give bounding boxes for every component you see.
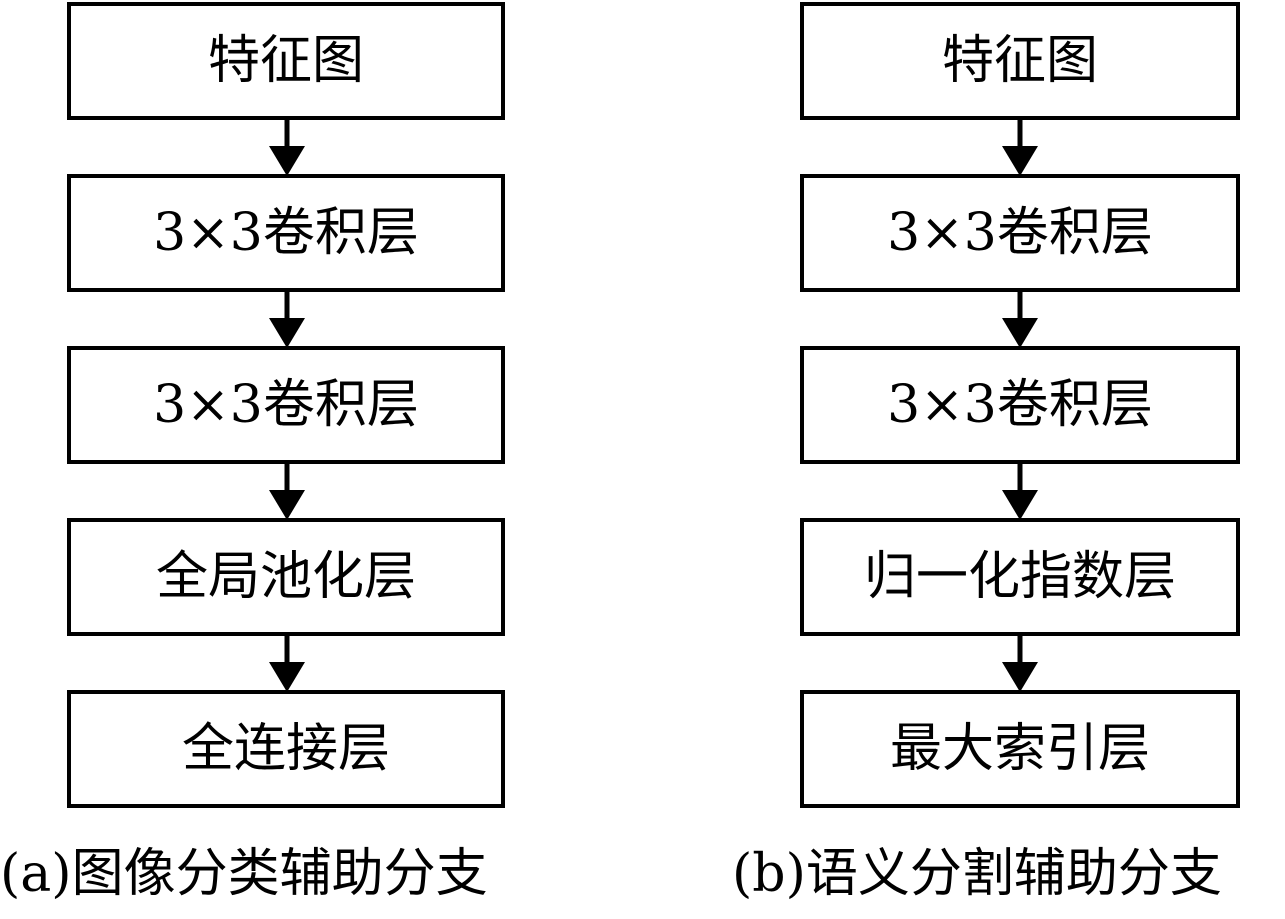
node-feature-map: 特征图 <box>800 2 1240 120</box>
arrow-down-icon <box>1002 636 1038 692</box>
node-conv3x3-1: 3×3卷积层 <box>800 174 1240 292</box>
caption-b: (b)语义分割辅助分支 <box>732 844 1222 904</box>
node-conv3x3-2: 3×3卷积层 <box>800 346 1240 464</box>
arrow-down-icon <box>1002 292 1038 348</box>
arrow-down-icon <box>1002 464 1038 520</box>
arrow-down-icon <box>269 120 305 176</box>
node-softmax: 归一化指数层 <box>800 518 1240 636</box>
arrow-down-icon <box>269 464 305 520</box>
node-feature-map: 特征图 <box>67 2 505 120</box>
node-global-pooling: 全局池化层 <box>67 518 505 636</box>
node-argmax: 最大索引层 <box>800 690 1240 808</box>
node-fully-connected: 全连接层 <box>67 690 505 808</box>
node-conv3x3-2: 3×3卷积层 <box>67 346 505 464</box>
arrow-down-icon <box>269 636 305 692</box>
arrow-down-icon <box>269 292 305 348</box>
arrow-down-icon <box>1002 120 1038 176</box>
caption-a: (a)图像分类辅助分支 <box>0 844 488 904</box>
node-conv3x3-1: 3×3卷积层 <box>67 174 505 292</box>
